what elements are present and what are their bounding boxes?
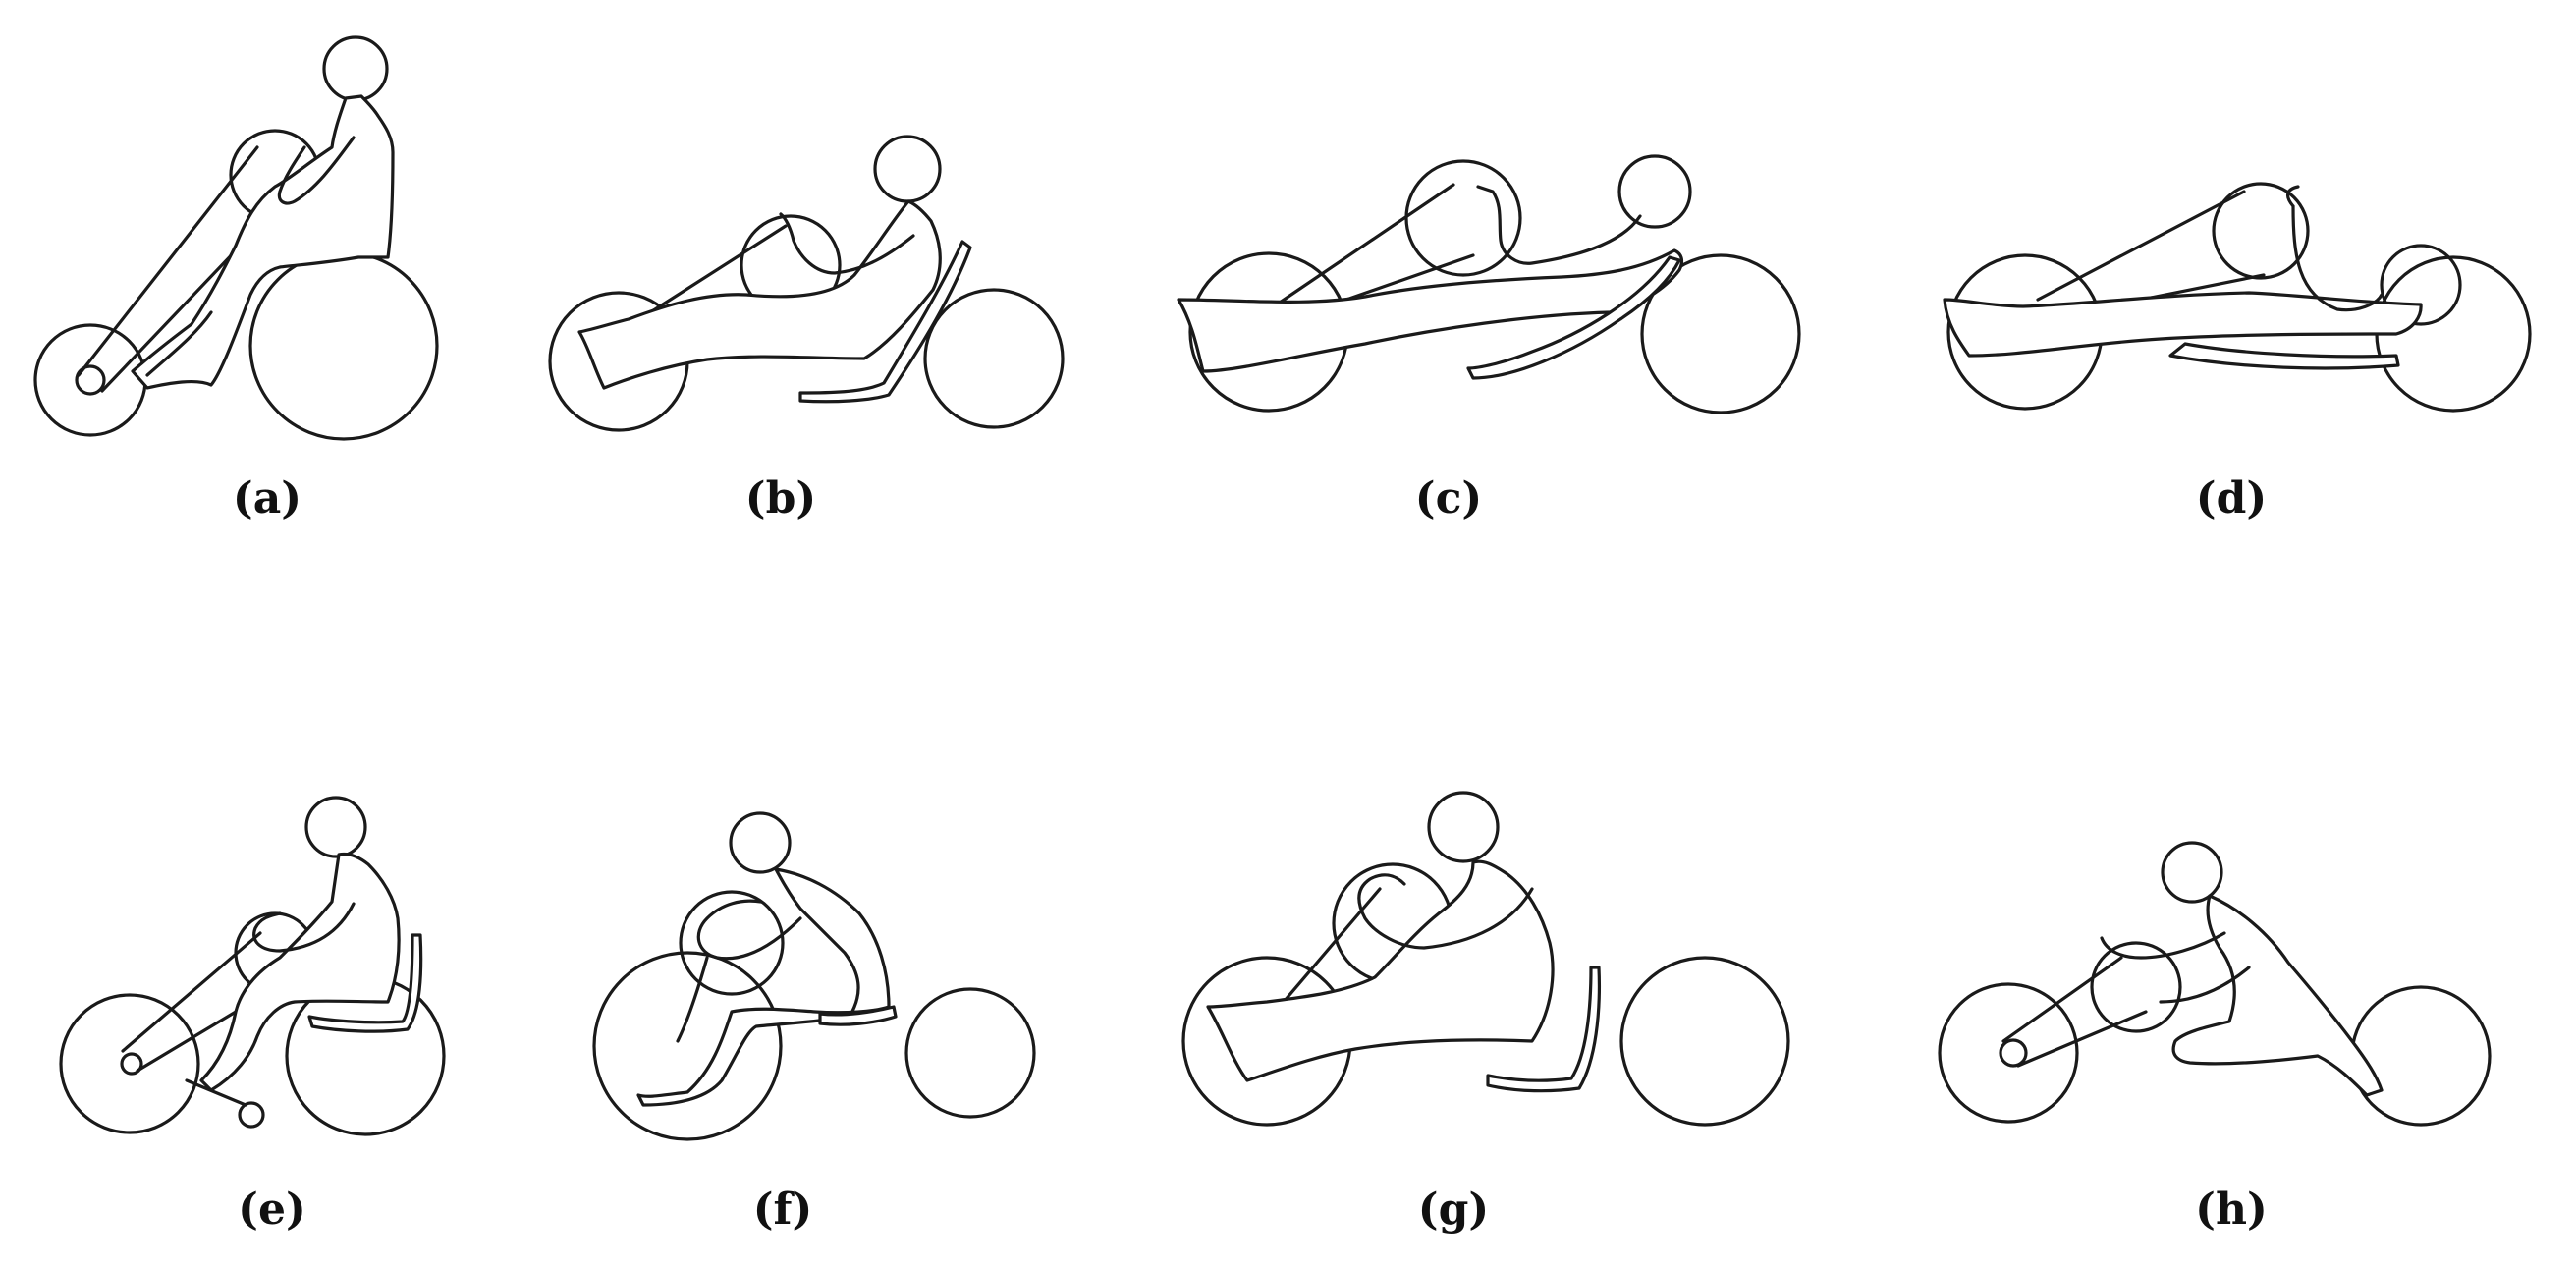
panel-e-head xyxy=(304,796,367,858)
panel-b-rider xyxy=(577,199,942,390)
panel-d-rider xyxy=(1943,291,2423,358)
panel-a-leg xyxy=(145,310,213,377)
panel-g-drawing xyxy=(1181,791,1790,1127)
panel-h-rear-wheel xyxy=(2350,985,2492,1127)
panel-f-rider xyxy=(636,867,891,1107)
panel-b-label: (b) xyxy=(744,473,817,524)
panel-c-drawing xyxy=(1177,154,1801,414)
panel-e-drawing xyxy=(59,796,446,1136)
panel-g-arm xyxy=(1357,873,1534,950)
panel-a-drawing xyxy=(33,35,439,441)
panel-d-seat xyxy=(2168,342,2400,370)
panel-f-drawing xyxy=(592,811,1036,1141)
panel-a-front-wheel xyxy=(33,323,147,437)
panel-f-front-wheel xyxy=(592,951,783,1141)
panel-a-front-hub xyxy=(75,364,106,396)
panel-e-arm xyxy=(252,902,356,953)
panel-b-rear-wheel xyxy=(923,288,1065,429)
panel-a-label: (a) xyxy=(232,473,302,524)
panel-e-label: (e) xyxy=(238,1185,306,1235)
panel-h-arm xyxy=(2100,931,2251,1004)
panel-g-seat xyxy=(1486,966,1601,1093)
panel-b-seat xyxy=(798,240,972,404)
panel-d-rear-hub xyxy=(2380,244,2462,326)
panel-e-seat xyxy=(307,933,423,1033)
panel-d-crank xyxy=(2212,182,2310,280)
panel-e-front-wheel xyxy=(59,993,200,1134)
panel-c-seat xyxy=(1466,255,1681,380)
panel-c-arm xyxy=(1476,185,1642,265)
panel-a-rider xyxy=(131,94,395,390)
panel-g-head xyxy=(1427,791,1500,863)
panel-e-rider xyxy=(199,852,401,1092)
panel-c-label: (c) xyxy=(1414,473,1483,524)
panel-g-rear-wheel xyxy=(1619,956,1790,1127)
panel-d-label: (d) xyxy=(2195,473,2268,524)
panel-e-front-hub xyxy=(120,1052,143,1076)
panel-h-front-hub xyxy=(1999,1038,2028,1068)
panel-d-drawing xyxy=(1943,182,2532,413)
panel-e-pedal-wheel xyxy=(238,1101,265,1129)
panel-a-arm xyxy=(277,136,356,205)
panel-f-seat xyxy=(818,1005,898,1026)
panel-a-rear-wheel xyxy=(248,250,439,441)
panel-h-frame xyxy=(2001,956,2148,1068)
panel-c-head xyxy=(1617,154,1692,229)
panel-h-rider xyxy=(2171,894,2384,1097)
panel-h-head xyxy=(2161,841,2223,904)
panel-g-rider xyxy=(1206,859,1555,1082)
panel-f-rear-wheel xyxy=(904,987,1036,1119)
panel-h-front-wheel xyxy=(1938,982,2079,1124)
panel-d-arm xyxy=(2285,185,2384,312)
panel-g-label: (g) xyxy=(1417,1185,1490,1235)
panel-f-crank xyxy=(679,890,785,996)
panel-h-crank xyxy=(2090,941,2182,1033)
panel-f-head xyxy=(729,811,792,874)
panel-b-head xyxy=(873,135,942,203)
panel-h-drawing xyxy=(1938,841,2492,1127)
panel-b-arm xyxy=(779,212,915,275)
panel-f-arm xyxy=(676,899,802,1043)
panel-f-label: (f) xyxy=(752,1185,813,1235)
panel-a-head xyxy=(322,35,389,102)
panel-c-rear-wheel xyxy=(1640,253,1801,414)
panel-h-label: (h) xyxy=(2195,1185,2268,1235)
panel-b-drawing xyxy=(548,135,1065,432)
panel-c-rider xyxy=(1177,248,1684,373)
